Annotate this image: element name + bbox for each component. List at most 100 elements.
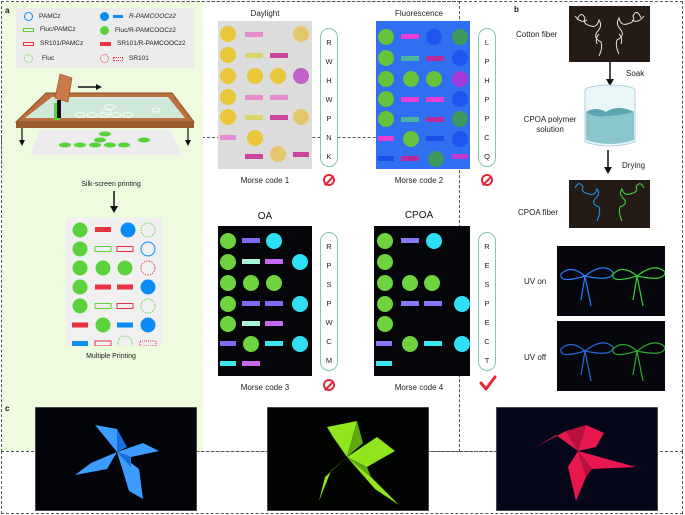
code-letter: R	[326, 242, 332, 251]
legend-label: Fluc	[42, 55, 55, 62]
silk-screen-illustration	[14, 73, 196, 155]
legend-item: SR101	[100, 54, 149, 63]
panel-b-letter: b	[514, 5, 519, 14]
legend-item: SR101/R-PAMCOOCz2	[100, 40, 186, 47]
cpoa-fiber-photo	[569, 180, 650, 228]
code-letter: H	[326, 76, 332, 85]
morse-code-4-letters: R E S P E C T	[478, 232, 496, 371]
open-rect-green-icon	[23, 27, 34, 32]
legend-item: R-PAMCOOCz2	[100, 12, 176, 21]
silk-screen-label: Silk-screen printing	[81, 181, 141, 188]
drying-label: Drying	[622, 161, 646, 170]
code-letter: K	[326, 152, 332, 161]
dotted-rect-red-icon	[113, 56, 123, 61]
legend-label: Fluc/PAMCz	[40, 26, 76, 33]
code-letter: L	[484, 38, 490, 47]
filled-circle-green-icon	[100, 26, 109, 35]
cpoa-fiber-label: CPOA fiber	[518, 208, 559, 217]
code-letter: W	[325, 95, 333, 104]
prohibited-icon	[323, 174, 335, 186]
down-arrow-icon	[606, 62, 614, 86]
code-letter: N	[326, 133, 332, 142]
uv-off-label: UV off	[524, 353, 547, 362]
morse-code-3-letters: R P S P W C M	[320, 232, 338, 371]
code-letter: C	[484, 337, 490, 346]
code-letter: W	[325, 57, 333, 66]
oa-photo	[218, 226, 312, 376]
morse-code-1-caption: Morse code 1	[240, 176, 290, 185]
red-pinwheel-photo	[496, 407, 658, 511]
daylight-photo	[218, 21, 312, 169]
cpoa-title: CPOA	[404, 210, 434, 221]
cpoa-solution-label-1: CPOA polymer	[523, 115, 577, 124]
code-letter: P	[326, 114, 332, 123]
multiple-printing-label: Multiple Printing	[86, 353, 136, 360]
legend-item: Fluc/PAMCz	[23, 26, 76, 33]
panel-c-letter: c	[5, 404, 10, 413]
code-letter: P	[484, 299, 490, 308]
soak-label: Soak	[626, 69, 645, 78]
code-letter: C	[484, 133, 490, 142]
oa-title: OA	[257, 211, 273, 222]
multiple-printing-pattern	[72, 222, 157, 346]
code-letter: M	[325, 356, 333, 365]
code-letter: P	[326, 261, 332, 270]
legend-label: PAMCz	[39, 13, 61, 20]
cotton-fiber-photo	[569, 6, 650, 62]
daylight-title: Daylight	[250, 9, 280, 18]
legend-label: SR101	[129, 55, 149, 62]
code-letter: T	[484, 356, 490, 365]
legend-label: SR101/R-PAMCOOCz2	[117, 40, 186, 47]
morse-code-2-caption: Morse code 2	[394, 176, 444, 185]
cpoa-solution-label-2: solution	[536, 125, 564, 134]
uv-on-label: UV on	[524, 277, 547, 286]
code-letter: E	[484, 261, 490, 270]
cpoa-photo	[374, 226, 470, 376]
fluorescence-photo	[376, 21, 470, 169]
uv-on-photo	[557, 246, 665, 316]
code-letter: R	[326, 38, 332, 47]
morse-code-3-caption: Morse code 3	[240, 383, 290, 392]
morse-code-4-caption: Morse code 4	[394, 383, 444, 392]
legend-label: R-PAMCOOCz2	[129, 13, 176, 20]
fluorescence-title: Fluorescence	[394, 9, 444, 18]
legend-item: Fluc/R-PAMCOOCz2	[100, 26, 176, 35]
legend-label: Fluc/R-PAMCOOCz2	[115, 27, 176, 34]
check-mark-icon	[479, 375, 497, 391]
legend-label: SR101/PAMCz	[40, 40, 84, 47]
legend-item: Fluc	[24, 54, 54, 63]
filled-bar-blue-icon	[113, 15, 123, 18]
down-arrow-icon	[604, 150, 612, 174]
code-letter: P	[484, 114, 490, 123]
filled-circle-blue-icon	[100, 12, 109, 21]
legend: PAMCz R-PAMCOOCz2 Fluc/PAMCz Fluc/R-PAMC…	[16, 8, 194, 68]
cotton-fiber-label: Cotton fiber	[516, 30, 558, 39]
code-letter: P	[484, 57, 490, 66]
code-letter: W	[325, 318, 333, 327]
code-letter: C	[326, 337, 332, 346]
open-rect-red-icon	[23, 41, 34, 46]
code-letter: H	[484, 76, 490, 85]
open-circle-blue-icon	[24, 12, 33, 21]
prohibited-icon	[481, 174, 493, 186]
code-letter: S	[484, 280, 490, 289]
beaker-illustration	[584, 84, 636, 147]
code-letter: E	[484, 318, 490, 327]
code-letter: P	[484, 95, 490, 104]
legend-item: SR101/PAMCz	[23, 40, 83, 47]
prohibited-icon	[323, 379, 335, 391]
green-pinwheel-photo	[267, 407, 429, 511]
down-arrow-icon	[110, 191, 118, 213]
code-letter: Q	[484, 152, 490, 161]
code-letter: S	[326, 280, 332, 289]
morse-code-1-letters: R W H W P N K	[320, 28, 338, 167]
legend-item: PAMCz	[24, 12, 61, 21]
blue-pinwheel-photo	[35, 407, 197, 511]
morse-code-2-letters: L P H P P C Q	[478, 28, 496, 167]
dotted-circle-green-icon	[24, 54, 33, 63]
dotted-circle-red-icon	[100, 54, 109, 63]
filled-rect-red-icon	[100, 41, 111, 46]
code-letter: P	[326, 299, 332, 308]
uv-off-photo	[557, 321, 665, 391]
panel-a-letter: a	[5, 6, 10, 15]
